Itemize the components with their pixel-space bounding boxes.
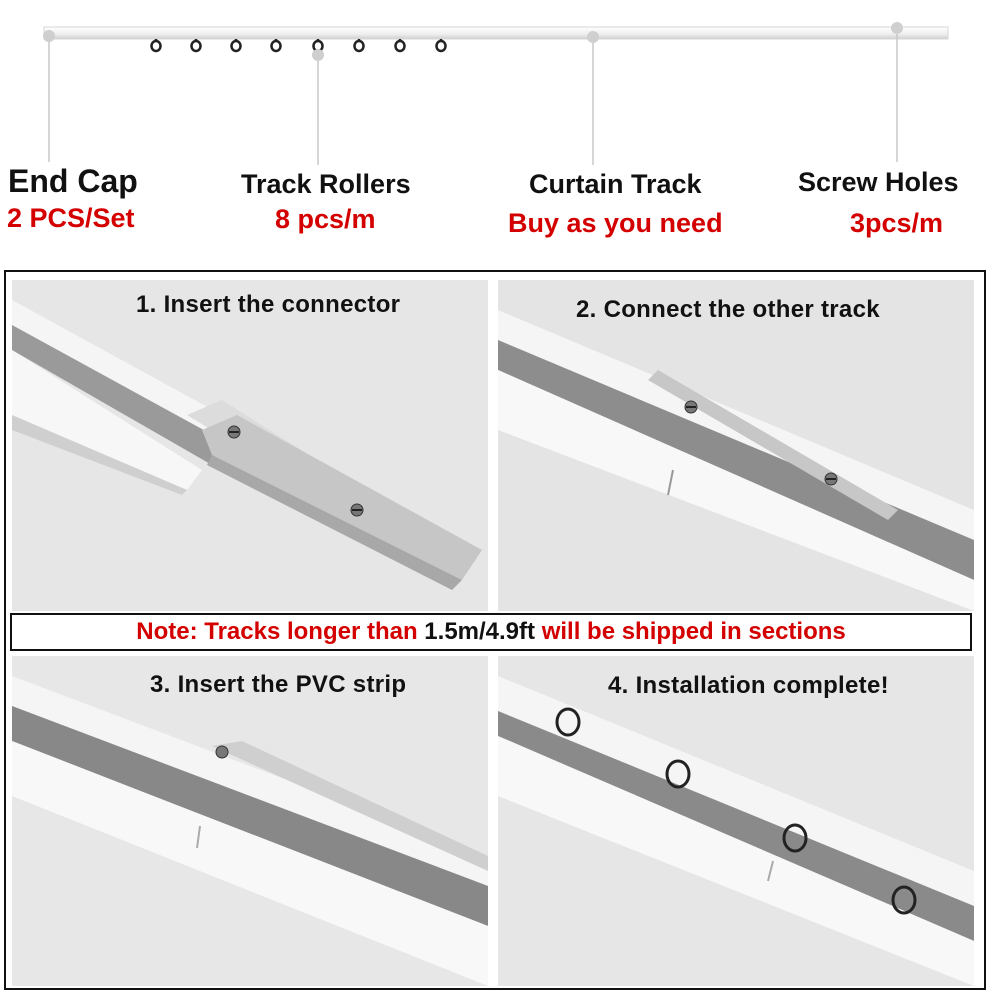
track-rollers-label: Track Rollers — [241, 169, 411, 199]
step-1-photo — [12, 280, 488, 611]
screw-hole-marker — [891, 22, 903, 162]
track-diagram — [43, 22, 949, 165]
step-4-photo — [498, 656, 974, 986]
track-rollers-marker — [312, 49, 324, 165]
curtain-track-rail — [43, 26, 949, 40]
end-cap-marker — [43, 30, 55, 162]
step-3-label: 3. Insert the PVC strip — [150, 671, 407, 698]
step-2-panel — [498, 280, 974, 611]
roller-icon — [555, 707, 917, 915]
track-rollers-quantity: 8 pcs/m — [275, 204, 376, 234]
shipping-note: Note: Tracks longer than 1.5m/4.9ft will… — [10, 613, 972, 651]
note-text-end: will be shipped in sections — [541, 618, 846, 645]
installation-steps-frame — [4, 270, 986, 990]
screw-holes-label: Screw Holes — [798, 167, 959, 197]
note-text-start: Note: Tracks longer than — [136, 618, 418, 645]
step-3-panel — [12, 656, 488, 986]
curtain-track-quantity: Buy as you need — [508, 208, 723, 238]
step-2-photo — [498, 280, 974, 611]
step-4-panel — [498, 656, 974, 986]
end-cap-quantity: 2 PCS/Set — [7, 203, 135, 233]
screw-holes-quantity: 3pcs/m — [850, 208, 944, 238]
step-2-label: 2. Connect the other track — [576, 296, 880, 323]
end-cap-label: End Cap — [8, 163, 138, 199]
track-rollers-icon — [150, 39, 447, 53]
step-1-panel — [12, 280, 488, 611]
note-length: 1.5m/4.9ft — [424, 618, 536, 645]
step-1-label: 1. Insert the connector — [136, 291, 401, 318]
curtain-track-label: Curtain Track — [529, 169, 702, 199]
curtain-track-marker — [587, 31, 599, 165]
step-3-photo — [12, 656, 488, 986]
step-4-label: 4. Installation complete! — [608, 672, 889, 699]
